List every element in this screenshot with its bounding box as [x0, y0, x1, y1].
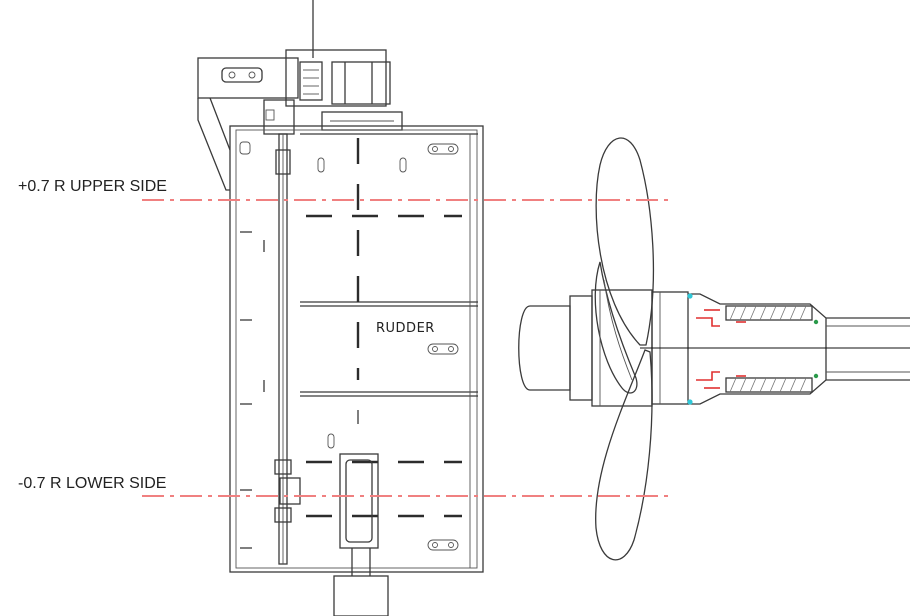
bearing-hatch [729, 305, 807, 393]
seal-details [687, 293, 819, 405]
rudder-label: RUDDER [376, 321, 435, 336]
lower-side-label: -0.7 R LOWER SIDE [18, 475, 166, 492]
stern-tube [640, 293, 910, 405]
steering-gear [197, 0, 403, 191]
rudder-blade [229, 125, 484, 616]
upper-side-label: +0.7 R UPPER SIDE [18, 178, 167, 195]
